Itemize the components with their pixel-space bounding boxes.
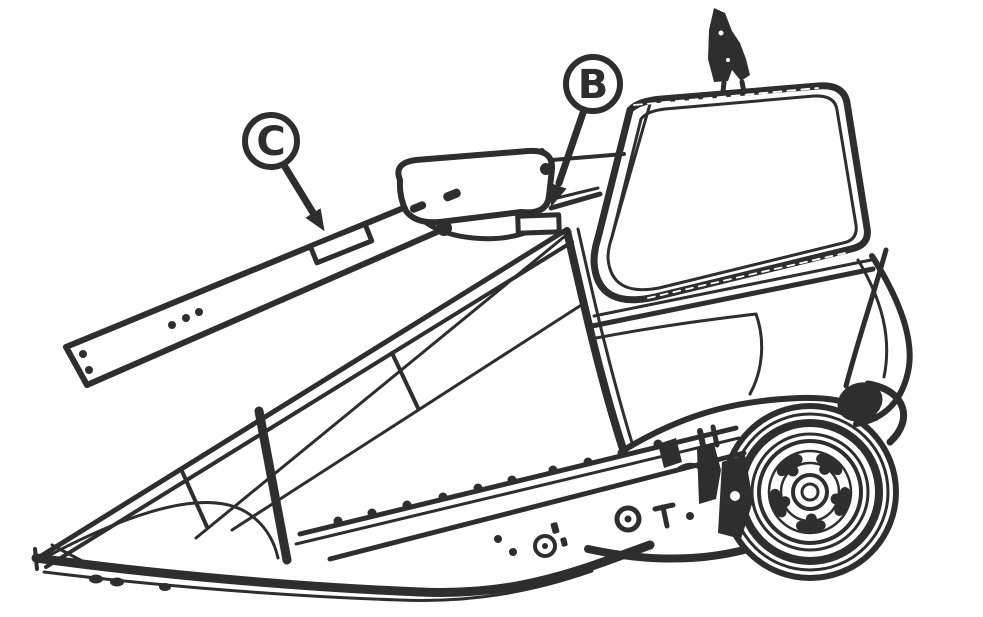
body-panels xyxy=(563,227,876,456)
callout-c-label: C xyxy=(256,119,285,165)
hydraulic-hose xyxy=(864,380,908,446)
cab xyxy=(548,8,871,304)
callout-c xyxy=(242,112,325,232)
decal-location-c xyxy=(307,221,375,266)
header-platform xyxy=(33,227,588,571)
callout-b-label: B xyxy=(578,62,609,108)
cutter-bar xyxy=(31,540,748,602)
header-linkage xyxy=(395,147,556,242)
cab-window-inner xyxy=(606,94,858,292)
lug-bolts xyxy=(779,463,842,525)
rear-wheel xyxy=(721,403,899,581)
fender-line xyxy=(621,394,879,453)
callout-c-circle xyxy=(242,112,300,170)
body-front-edge xyxy=(563,227,628,456)
header-support-post xyxy=(254,406,292,565)
callout-c-arrow-shaft xyxy=(278,158,319,220)
rear-frame xyxy=(837,247,913,446)
callout-b-arrow-shaft xyxy=(555,106,588,187)
rail-bolts xyxy=(333,439,663,526)
hub-wedges xyxy=(770,452,850,532)
cab-window-frame xyxy=(590,82,871,304)
callout-c-arrowhead xyxy=(305,208,325,232)
callout-b xyxy=(549,54,623,207)
callout-b-circle xyxy=(563,54,623,114)
decal-location-b xyxy=(515,212,562,236)
arm-holes xyxy=(79,308,203,374)
drive-machinery xyxy=(652,424,753,539)
beacon-icon xyxy=(708,8,750,95)
callout-b-arrowhead xyxy=(549,182,567,207)
chassis xyxy=(294,424,753,562)
